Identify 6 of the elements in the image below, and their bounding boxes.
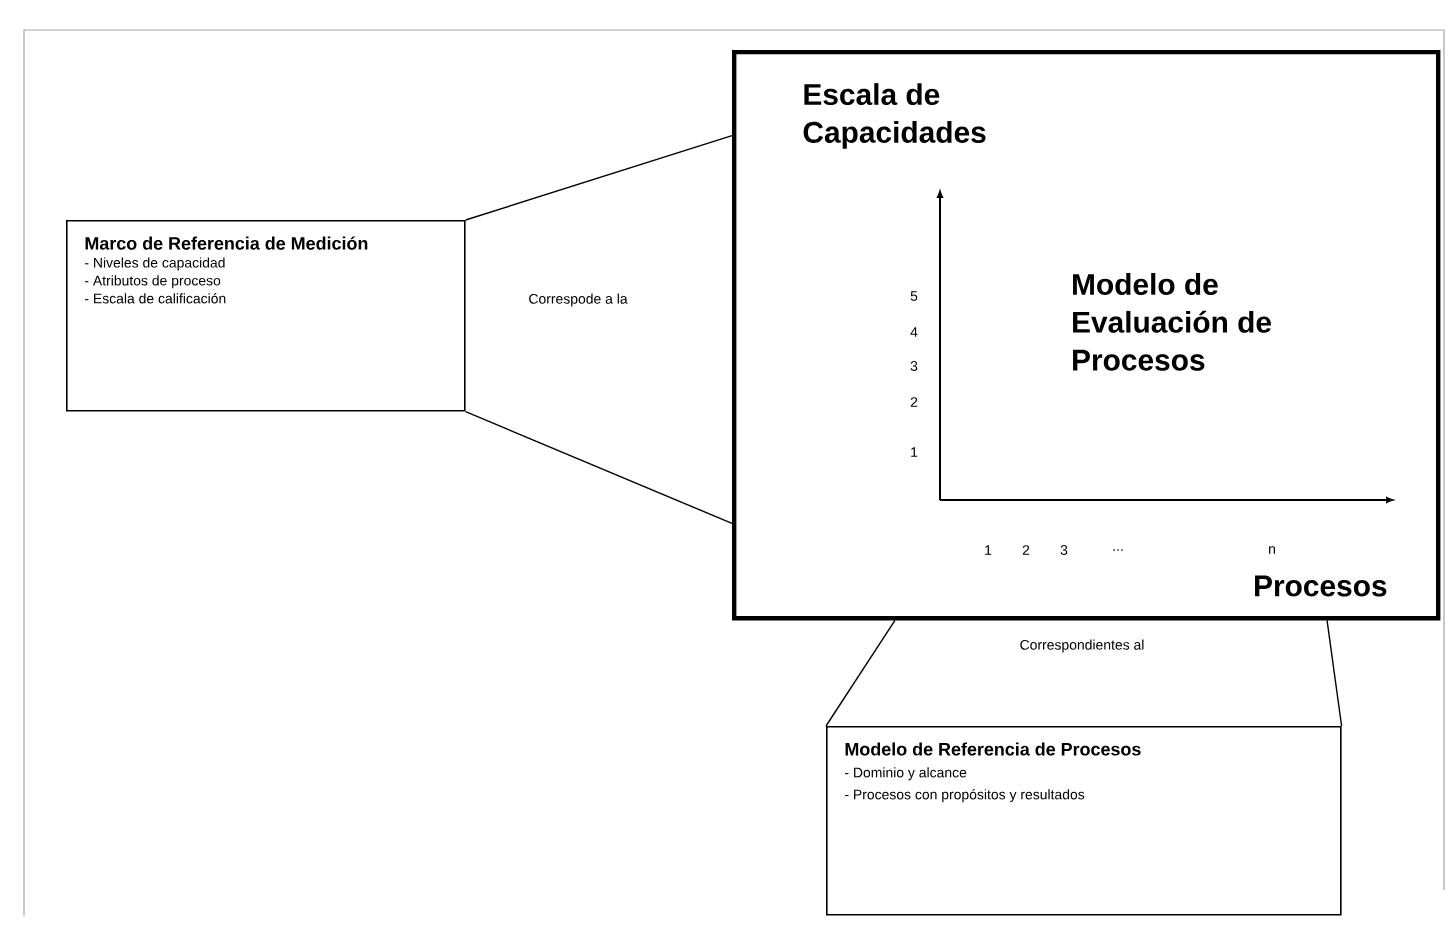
axis-title: Procesos [1255,575,1387,597]
axis-title: Escala de Capacidades [803,83,986,149]
connector-line [825,619,896,727]
connector-line [464,410,733,525]
connector-line [1326,619,1343,727]
connector-line [464,134,733,221]
